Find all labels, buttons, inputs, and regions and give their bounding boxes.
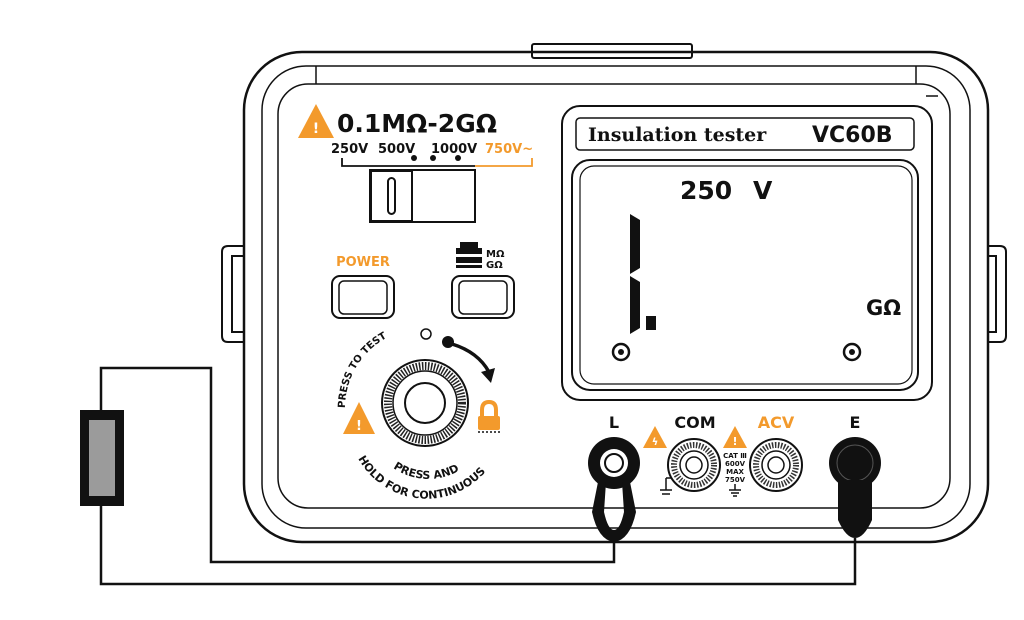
hold-lock-icon xyxy=(478,399,500,433)
lcd-reading: 1. xyxy=(600,239,602,241)
terminal-com[interactable] xyxy=(667,438,721,492)
power-label: POWER xyxy=(336,255,390,270)
warning-icon: ! xyxy=(723,426,747,448)
range-header: ! 0.1MΩ-2GΩ xyxy=(298,104,497,138)
display-panel: Insulation tester VC60B 250 V 1. GΩ xyxy=(561,105,933,401)
screw-icon xyxy=(842,342,862,362)
terminal-acv[interactable] xyxy=(749,438,803,492)
voltage-1000: 1000V xyxy=(431,142,477,157)
cat-rating: CAT Ⅲ 600V MAX 750V xyxy=(723,452,747,497)
power-button[interactable]: POWER xyxy=(331,255,395,319)
screw-icon xyxy=(611,342,631,362)
cat-max: MAX xyxy=(726,468,744,476)
ground-icon xyxy=(729,484,741,497)
terminal-e[interactable] xyxy=(829,437,881,538)
voltage-500: 500V xyxy=(378,142,415,157)
terminal-l-label: L xyxy=(609,413,619,432)
lcd-reading-segments xyxy=(630,214,656,334)
ground-icon xyxy=(660,477,672,495)
terminal-acv-label: ACV xyxy=(758,413,795,432)
voltage-250: 250V xyxy=(331,142,368,157)
lcd-test-voltage: 250 xyxy=(680,176,732,205)
test-knob[interactable]: PRESS TO TEST ! PRESS AND HOLD FOR CONTI… xyxy=(337,328,500,502)
range-label: 0.1MΩ-2GΩ xyxy=(337,109,497,138)
range-label-mohm: MΩ xyxy=(486,249,505,260)
resistor-under-test xyxy=(80,410,124,506)
press-to-test-label: PRESS TO TEST xyxy=(337,331,389,409)
terminal-e-label: E xyxy=(850,413,861,432)
nameplate-title: Insulation tester xyxy=(588,124,767,146)
model-number: VC60B xyxy=(812,123,893,148)
device-body xyxy=(242,50,990,544)
warning-icon: ! xyxy=(343,402,375,434)
terminal-labels: L COM ACV E xyxy=(609,413,861,432)
voltage-scale: 250V 500V 1000V 750V~ xyxy=(331,142,533,167)
terminal-l[interactable] xyxy=(588,437,640,542)
lcd-voltage-unit: V xyxy=(753,176,773,205)
voltage-750ac: 750V~ xyxy=(485,142,533,157)
high-voltage-icon: ϟ xyxy=(643,426,667,448)
terminal-com-label: COM xyxy=(674,413,715,432)
press-and-label: PRESS AND xyxy=(391,459,460,482)
range-label-gohm: GΩ xyxy=(486,260,503,271)
svg-text:ϟ: ϟ xyxy=(652,437,659,448)
warning-icon: ! xyxy=(298,104,334,138)
side-handles xyxy=(221,245,1007,343)
test-lead-wires xyxy=(99,366,857,586)
cat-750v: 750V xyxy=(725,476,746,484)
cat-600v: 600V xyxy=(725,460,746,468)
voltage-slide-switch[interactable] xyxy=(369,169,476,223)
svg-text:!: ! xyxy=(313,121,319,137)
cat-label: CAT Ⅲ xyxy=(723,452,747,460)
svg-text:!: ! xyxy=(356,419,362,434)
svg-text:!: ! xyxy=(732,435,737,448)
range-toggle-icon xyxy=(456,242,482,268)
range-button[interactable]: MΩ GΩ xyxy=(451,242,515,319)
lcd-unit: GΩ xyxy=(866,296,901,320)
